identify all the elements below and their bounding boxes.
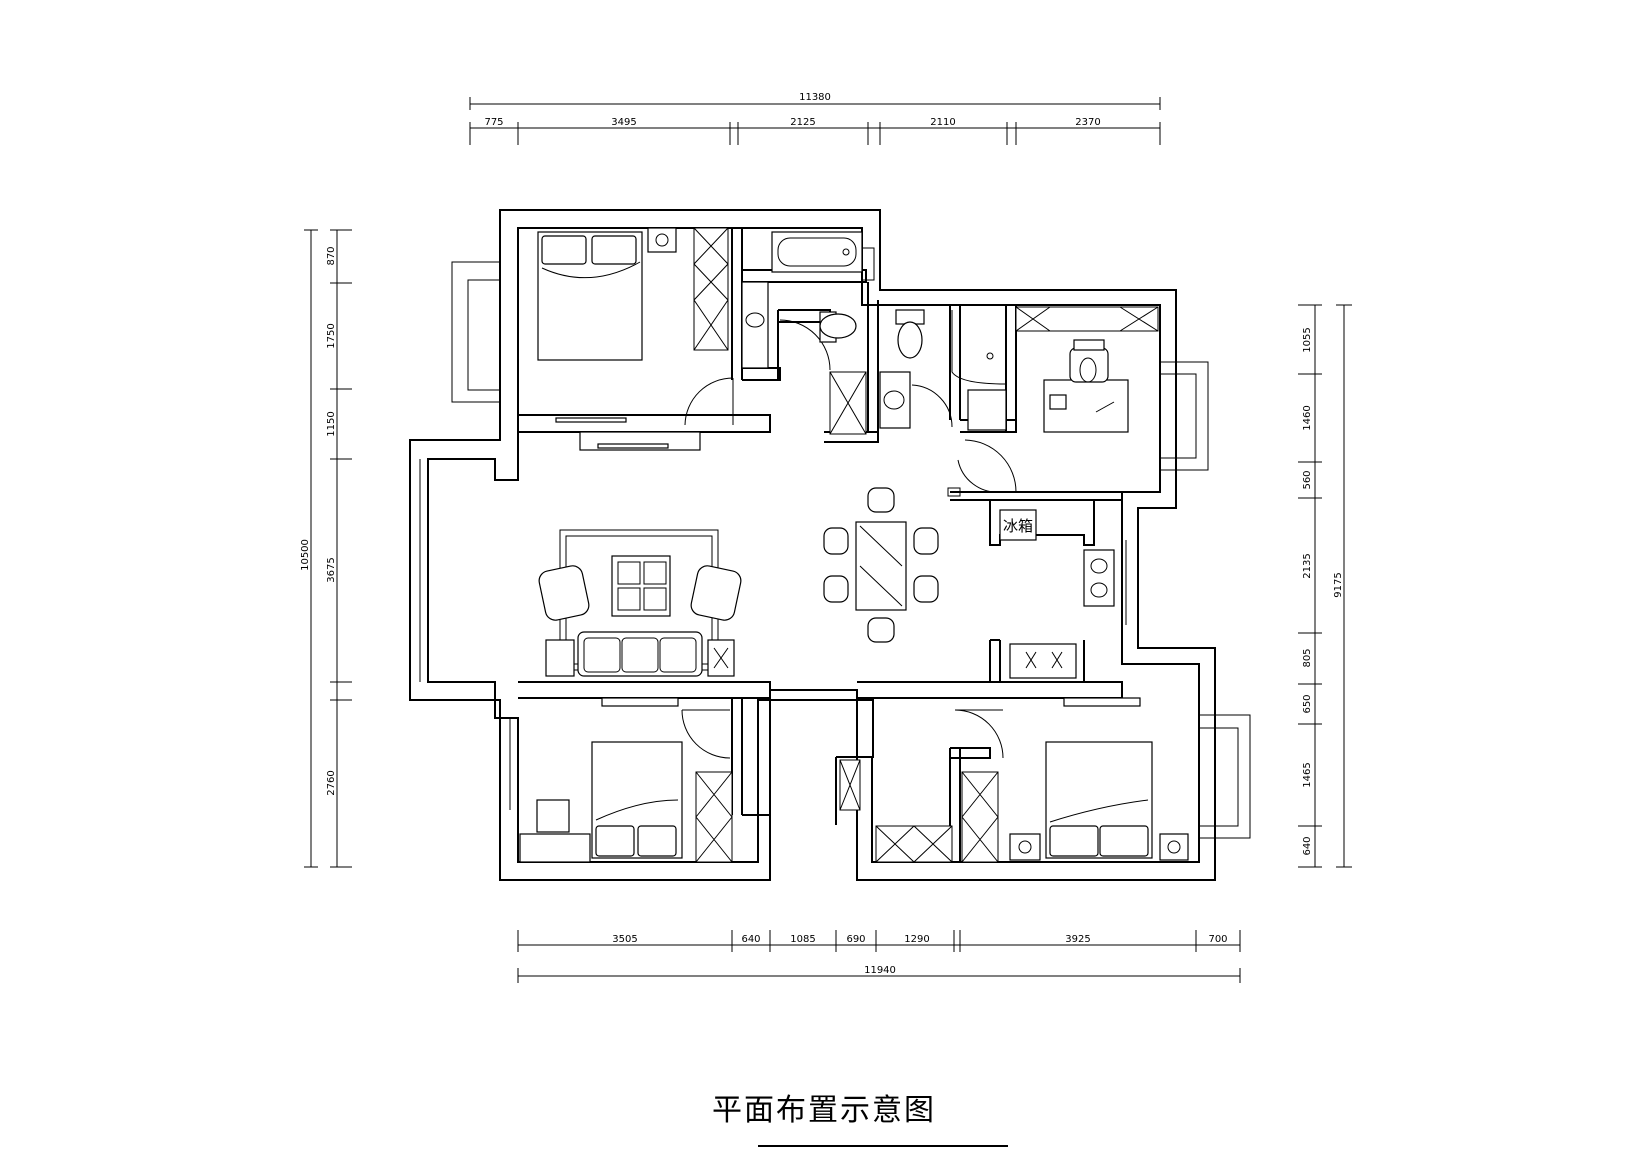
plan-title: 平面布置示意图 — [712, 1093, 936, 1128]
dining-chair — [823, 527, 849, 555]
bedroom-lower-right — [839, 697, 1189, 863]
windows — [419, 247, 1251, 839]
dim-bottom-1: 3505 — [612, 934, 637, 945]
dining-chair — [867, 487, 895, 513]
dining-area — [823, 487, 939, 643]
toilet-1 — [819, 313, 857, 339]
coffee-table — [611, 555, 671, 617]
toilet-2 — [897, 321, 923, 359]
dim-left-total: 10500 — [300, 539, 311, 571]
bath-vanity — [741, 281, 769, 369]
dim-bottom-6: 3925 — [1065, 934, 1090, 945]
master-bedroom — [537, 227, 729, 451]
dining-chair — [913, 527, 939, 555]
armchair-right — [690, 565, 742, 621]
dim-bottom-7: 700 — [1208, 934, 1227, 945]
dim-bottom-5: 1290 — [904, 934, 929, 945]
bathroom-main — [741, 231, 911, 435]
armchair-left — [538, 565, 590, 621]
dining-table — [855, 521, 907, 611]
dim-left-4: 3675 — [326, 557, 337, 582]
bathroom-second — [895, 309, 1007, 431]
dim-right-2: 1460 — [1302, 405, 1313, 430]
dim-left-3: 1150 — [326, 411, 337, 436]
study-chair — [1069, 347, 1109, 383]
dim-top-1: 775 — [484, 117, 503, 128]
study — [1015, 306, 1159, 433]
dim-left-2: 1750 — [326, 323, 337, 348]
top-dimensions: 11380 775 3495 2125 2110 2370 — [469, 92, 1161, 145]
dim-right-6: 650 — [1302, 694, 1313, 713]
wardrobe-lower-right — [961, 771, 999, 863]
dim-bottom-3: 1085 — [790, 934, 815, 945]
wardrobe-lower-left — [695, 771, 733, 863]
dim-right-8: 640 — [1302, 836, 1313, 855]
doors — [681, 319, 1017, 759]
dim-bottom-4: 690 — [846, 934, 865, 945]
left-dimensions: 10500 870 1750 1150 3675 2760 — [300, 229, 352, 868]
dim-left-5: 2760 — [326, 770, 337, 795]
dim-top-3: 2125 — [790, 117, 815, 128]
dim-top-total: 11380 — [799, 92, 831, 103]
dim-right-5: 805 — [1302, 648, 1313, 667]
dim-right-3: 560 — [1302, 470, 1313, 489]
dim-bottom-2: 640 — [741, 934, 760, 945]
fridge — [999, 509, 1037, 541]
dim-bottom-total: 11940 — [864, 965, 896, 976]
dim-top-5: 2370 — [1075, 117, 1100, 128]
dim-top-4: 2110 — [930, 117, 955, 128]
dining-chair — [913, 575, 939, 603]
master-nightstand — [647, 227, 677, 253]
dim-right-total: 9175 — [1333, 572, 1344, 597]
stove — [1009, 643, 1077, 679]
nightstand-lower-right-a — [1009, 833, 1041, 861]
side-table-left — [545, 639, 575, 677]
master-wardrobe — [693, 227, 729, 351]
bottom-dimensions: 3505 640 1085 690 1290 3925 700 11940 — [517, 930, 1241, 983]
fridge-label: 冰箱 — [1003, 517, 1033, 535]
kitchen-sink — [1083, 549, 1115, 607]
dining-chair — [867, 617, 895, 643]
dim-right-7: 1465 — [1302, 762, 1313, 787]
tv-console-lower-left — [601, 697, 679, 707]
desk-lower-left — [519, 833, 591, 863]
living-room — [538, 529, 742, 677]
sofa — [577, 631, 703, 677]
dim-left-1: 870 — [326, 246, 337, 265]
right-dimensions: 1055 1460 560 2135 805 650 1465 640 9175 — [1298, 304, 1352, 868]
dining-chair — [823, 575, 849, 603]
bedroom-lower-left — [519, 697, 733, 863]
cabinet-lower-middle — [875, 825, 953, 863]
nightstand-lower-right-b — [1159, 833, 1189, 861]
tv-console-lower-right — [1063, 697, 1141, 707]
study-bookshelf — [1015, 306, 1159, 332]
dim-right-4: 2135 — [1302, 553, 1313, 578]
dim-right-1: 1055 — [1302, 327, 1313, 352]
dim-top-2: 3495 — [611, 117, 636, 128]
kitchen: 冰箱 — [999, 509, 1115, 679]
